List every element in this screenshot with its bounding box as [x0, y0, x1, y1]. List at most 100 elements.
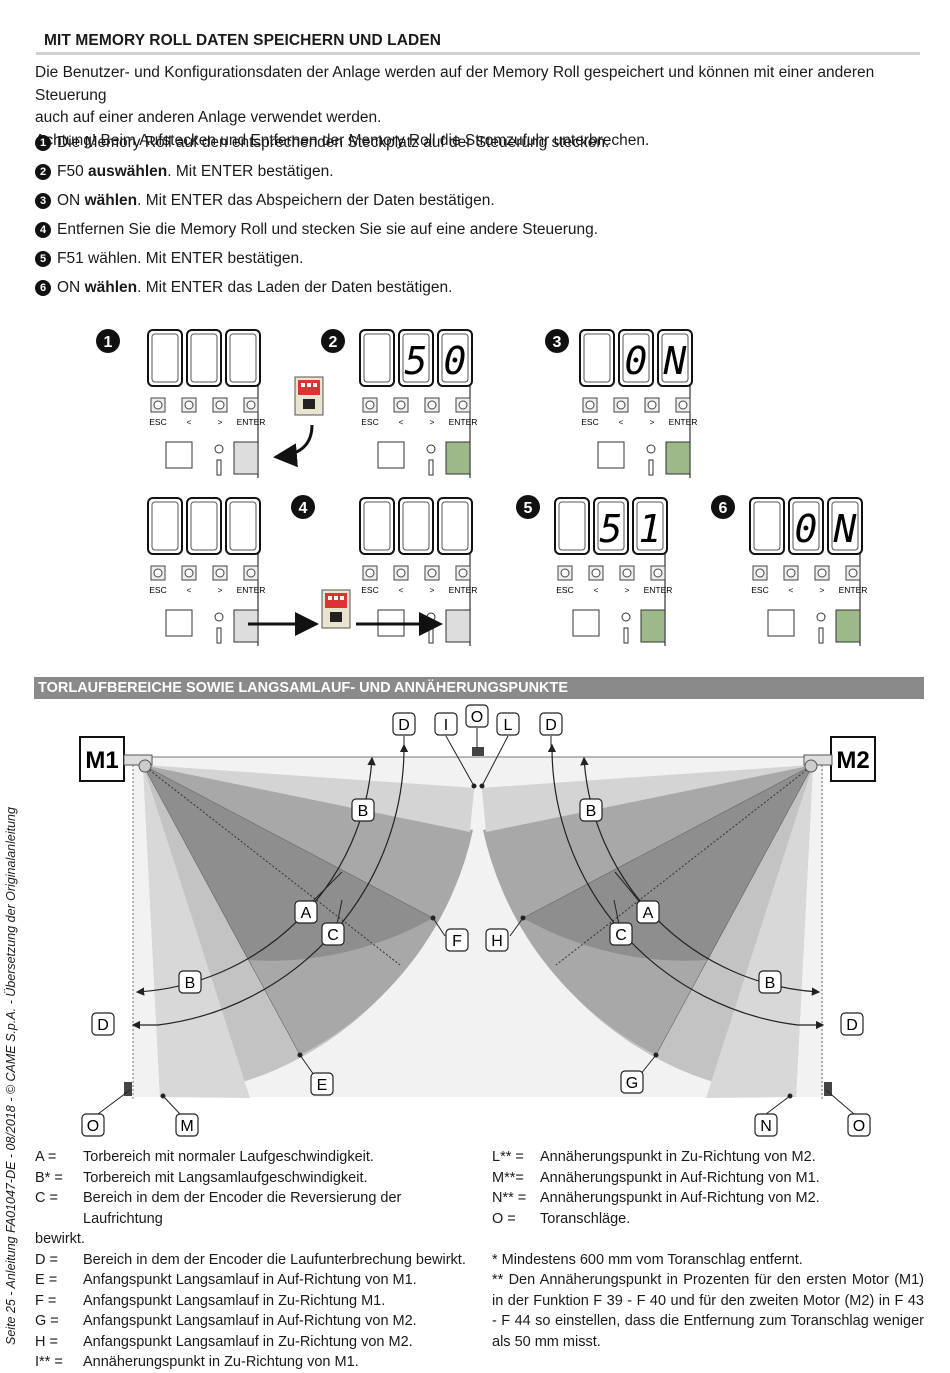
panel-button-2[interactable]: >: [424, 397, 440, 427]
legend-value: Torbereich mit Langsamlaufgeschwindigkei…: [83, 1169, 368, 1186]
panel-button-3[interactable]: ENTER: [669, 397, 698, 427]
step-text: Die Memory Roll auf den entsprechenden S…: [57, 133, 610, 151]
legend-row: L** =Annäherungspunkt in Zu-Richtung von…: [492, 1147, 924, 1168]
panel-button-0[interactable]: ESC: [361, 565, 379, 595]
label-O: O: [465, 704, 489, 728]
legend-key: F =: [35, 1292, 57, 1309]
panel-button-0[interactable]: ESC: [149, 565, 167, 595]
display-digit: 0: [444, 339, 467, 383]
step-text: F51 wählen. Mit ENTER bestätigen.: [57, 249, 304, 267]
step-number: 5: [35, 250, 51, 267]
label-M: M: [175, 1113, 199, 1137]
step-number: 3: [35, 192, 51, 209]
stop-center: [472, 747, 484, 756]
panel-button-label: ENTER: [449, 417, 478, 427]
step-text: Entfernen Sie die Memory Roll und stecke…: [57, 220, 599, 238]
panel-button-0[interactable]: ESC: [149, 397, 167, 427]
panel-button-2[interactable]: >: [644, 397, 660, 427]
panel-badge: 5: [524, 500, 533, 517]
panel-button-label: >: [218, 585, 223, 595]
intro-line-1: Die Benutzer- und Konfigurationsdaten de…: [35, 64, 875, 104]
panel-button-label: >: [625, 585, 630, 595]
svg-text:D: D: [545, 717, 557, 734]
legend-key: G =: [35, 1313, 59, 1329]
label-C: C: [609, 922, 633, 946]
panel-button-1[interactable]: <: [393, 565, 409, 595]
panel-button-label: ENTER: [669, 417, 698, 427]
display-digit: 5: [600, 507, 623, 551]
display-digit: 1: [639, 507, 662, 551]
panel-button-1[interactable]: <: [393, 397, 409, 427]
step-1: 1 Die Memory Roll auf den entsprechenden…: [35, 128, 920, 157]
legend-row: O =Toranschläge.: [492, 1209, 924, 1230]
section-title-gate-areas: TORLAUFBEREICHE SOWIE LANGSAMLAUF- UND A…: [38, 680, 569, 696]
svg-text:C: C: [615, 927, 627, 944]
panel-badge: 6: [719, 500, 728, 517]
legend-row: G =Anfangspunkt Langsamlauf in Auf-Richt…: [35, 1311, 475, 1332]
panel-button-label: ESC: [581, 417, 598, 427]
panel-badge: 3: [553, 334, 562, 351]
panel-button-2[interactable]: >: [814, 565, 830, 595]
panel-button-1[interactable]: <: [181, 397, 197, 427]
note-1: * Mindestens 600 mm vom Toranschlag entf…: [492, 1251, 803, 1268]
panel-button-0[interactable]: ESC: [556, 565, 574, 595]
display-digit: N: [833, 507, 857, 551]
panel-button-3[interactable]: ENTER: [839, 565, 868, 595]
panel-button-label: <: [399, 585, 404, 595]
panel-button-0[interactable]: ESC: [361, 397, 379, 427]
panel-button-3[interactable]: ENTER: [237, 565, 266, 595]
memory-roll-icon: [294, 376, 324, 416]
panel-button-2[interactable]: >: [212, 565, 228, 595]
panel-button-label: <: [187, 585, 192, 595]
panel-button-3[interactable]: ENTER: [237, 397, 266, 427]
panel-button-0[interactable]: ESC: [581, 397, 599, 427]
legend-row: B* = Torbereich mit Langsamlaufgeschwindi…: [35, 1168, 475, 1189]
label-C: C: [321, 922, 345, 946]
svg-text:D: D: [97, 1017, 109, 1034]
panel-button-1[interactable]: <: [588, 565, 604, 595]
stop-right: [824, 1082, 832, 1096]
motor-m2: M2: [803, 736, 876, 782]
legend-row: bewirkt.: [35, 1229, 475, 1250]
panel-button-label: ENTER: [644, 585, 673, 595]
panel-button-2[interactable]: >: [212, 397, 228, 427]
label-N: N: [754, 1113, 778, 1137]
panel-button-3[interactable]: ENTER: [644, 565, 673, 595]
legend-value: bewirkt.: [35, 1231, 85, 1247]
step-bold: wählen: [84, 278, 138, 296]
svg-text:D: D: [398, 717, 410, 734]
step-number: 6: [35, 279, 51, 296]
panel-button-1[interactable]: <: [181, 565, 197, 595]
legend-value: Annäherungspunkt in Zu-Richtung von M2.: [540, 1149, 816, 1165]
step-5: 5 F51 wählen. Mit ENTER bestätigen.: [35, 244, 920, 273]
legend-value: Anfangspunkt Langsamlauf in Zu-Richtung …: [83, 1333, 413, 1350]
legend-key: N** =: [492, 1190, 527, 1206]
panel-button-1[interactable]: <: [613, 397, 629, 427]
label-B: B: [758, 970, 782, 994]
svg-text:G: G: [626, 1075, 638, 1092]
panel-button-3[interactable]: ENTER: [449, 397, 478, 427]
svg-text:B: B: [586, 803, 597, 820]
svg-text:O: O: [853, 1118, 865, 1135]
step-3: 3 ON wählen. Mit ENTER das Abspeichern d…: [35, 186, 920, 215]
step-4: 4 Entfernen Sie die Memory Roll und stec…: [35, 215, 920, 244]
panel-button-3[interactable]: ENTER: [449, 565, 478, 595]
panel-button-2[interactable]: >: [619, 565, 635, 595]
panel-button-label: ENTER: [237, 417, 266, 427]
legend-key: E =: [35, 1272, 58, 1288]
panel-button-label: <: [187, 417, 192, 427]
legend-row: A =Torbereich mit normaler Laufgeschwind…: [35, 1147, 475, 1168]
section-title-memory-roll: MIT MEMORY ROLL DATEN SPEICHERN UND LADE…: [44, 32, 442, 49]
legend-key: H =: [35, 1333, 58, 1350]
section-band-gate-areas: TORLAUFBEREICHE SOWIE LANGSAMLAUF- UND A…: [34, 677, 924, 699]
svg-text:A: A: [643, 905, 654, 922]
panel-button-label: >: [650, 417, 655, 427]
panel-button-0[interactable]: ESC: [751, 565, 769, 595]
step-bold: auswählen: [88, 162, 168, 180]
panel-button-1[interactable]: <: [783, 565, 799, 595]
legend-key: B* =: [35, 1169, 63, 1186]
panel-button-2[interactable]: >: [424, 565, 440, 595]
